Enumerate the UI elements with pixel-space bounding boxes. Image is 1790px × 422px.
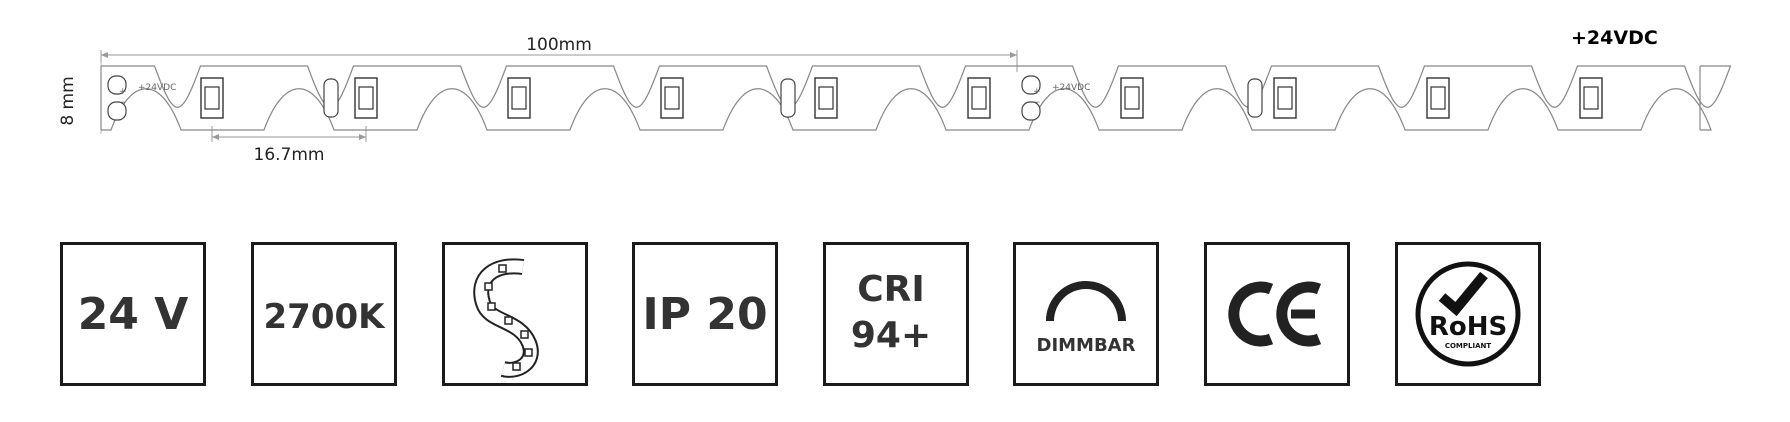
ce-mark-icon [1228,281,1322,347]
pad-plus-sign-2: + [1033,87,1041,97]
solder-pad [107,101,127,121]
dimmable-label: DIMMBAR [1036,335,1136,356]
led-lens [971,86,987,110]
strip-outline [100,65,1732,131]
ip-rating-value: IP 20 [642,289,768,340]
solder-pad [1021,101,1041,121]
dimmer-arc-icon [1046,281,1126,321]
resistor-body [780,78,796,118]
led-lens [204,86,220,110]
strip-top-edge [101,65,1732,108]
led-chip [814,77,838,119]
color-temperature-value: 2700K [263,297,385,337]
ce-badge [1204,242,1350,386]
dimmable-badge: DIMMBAR [1013,242,1159,386]
voltage-badge: 24 V [60,242,206,386]
led-lens [358,86,374,110]
rohs-badge: RoHS COMPLIANT [1395,242,1541,386]
led-lens [1430,86,1446,110]
led-chip [1273,77,1297,119]
cri-value: 94+ [850,315,932,356]
pitch-label: 16.7mm [254,145,325,165]
led-chip [967,77,991,119]
resistor-body [323,78,339,118]
resistor-body [1247,78,1263,118]
led-lens [664,86,680,110]
strip-components [107,75,1603,121]
rohs-seal-icon: RoHS COMPLIANT [1415,261,1521,367]
rohs-compliant-label: COMPLIANT [1445,342,1492,350]
pad-voltage-label: +24VDC [138,83,176,93]
solder-pad [107,75,127,95]
rohs-label: RoHS [1429,312,1507,342]
length-label: 100mm [526,35,592,55]
pad-plus-sign: + [119,87,127,97]
s-shape-strip-icon [473,258,539,378]
led-chip [200,77,224,119]
led-lens [818,86,834,110]
led-chip [354,77,378,119]
cri-badge: CRI 94+ [823,242,969,386]
led-lens [1583,86,1599,110]
led-chip [507,77,531,119]
led-chip [1579,77,1603,119]
pad-minus-sign: − [119,98,127,108]
pad-voltage-label-2: +24VDC [1052,83,1090,93]
led-lens [511,86,527,110]
ip-rating-badge: IP 20 [632,242,778,386]
resistor [780,78,796,118]
led-lens [1124,86,1140,110]
resistor [323,78,339,118]
led-chip [660,77,684,119]
shape-badge [442,242,588,386]
voltage-value: 24 V [77,289,189,340]
led-chip [1426,77,1450,119]
resistor [1247,78,1263,118]
strip-bottom-edge [101,88,1712,131]
led-chip [1120,77,1144,119]
cri-label: CRI [857,269,925,310]
color-temperature-badge: 2700K [251,242,397,386]
input-voltage-label: +24VDC [1571,27,1658,49]
pad-minus-sign-2: − [1033,98,1041,108]
solder-pad [1021,75,1041,95]
width-label: 8 mm [58,76,78,125]
led-lens [1277,86,1293,110]
solder-pad-left [107,75,127,121]
solder-pad-middle [1021,75,1041,121]
